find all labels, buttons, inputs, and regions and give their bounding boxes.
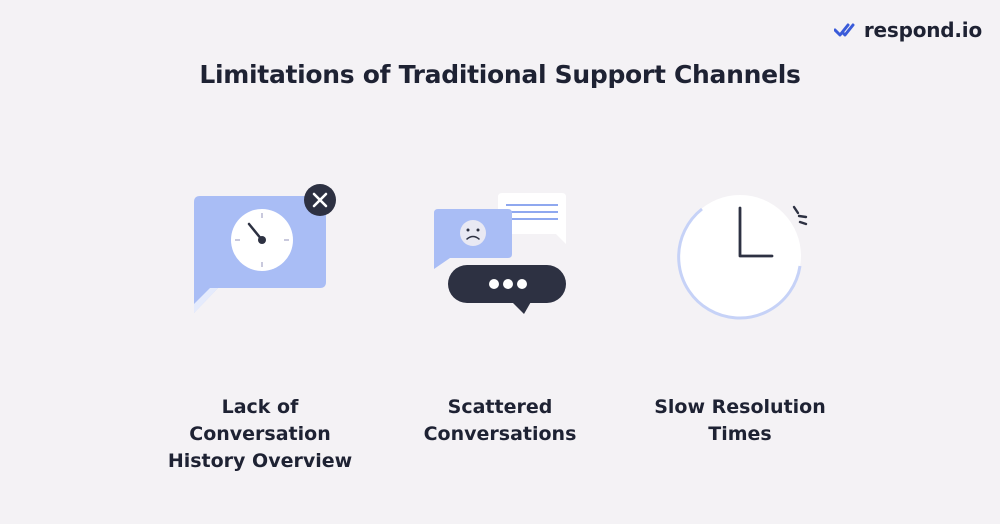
clock-chat-bubble-with-close-icon: [194, 184, 336, 313]
page-title: Limitations of Traditional Support Chann…: [199, 60, 801, 89]
card-label-slow-resolution: Slow Resolution Times: [654, 396, 826, 445]
multiple-chat-bubbles-icon: [434, 193, 566, 314]
card-label-scattered-conversations: Scattered Conversations: [423, 396, 577, 445]
card-scattered-conversations: Scattered Conversations: [390, 180, 610, 445]
card-slow-resolution: Slow Resolution Times: [630, 180, 850, 445]
brand-name: respond.io: [863, 18, 982, 42]
card-label-history-overview: Lack of Conversation History Overview: [167, 396, 353, 472]
double-check-icon: [833, 23, 855, 37]
sad-face-icon: [460, 220, 486, 246]
brand-logo: respond.io: [833, 18, 982, 42]
card-history-overview: Lack of Conversation History Overview: [150, 180, 370, 472]
clock-icon: [677, 195, 808, 320]
